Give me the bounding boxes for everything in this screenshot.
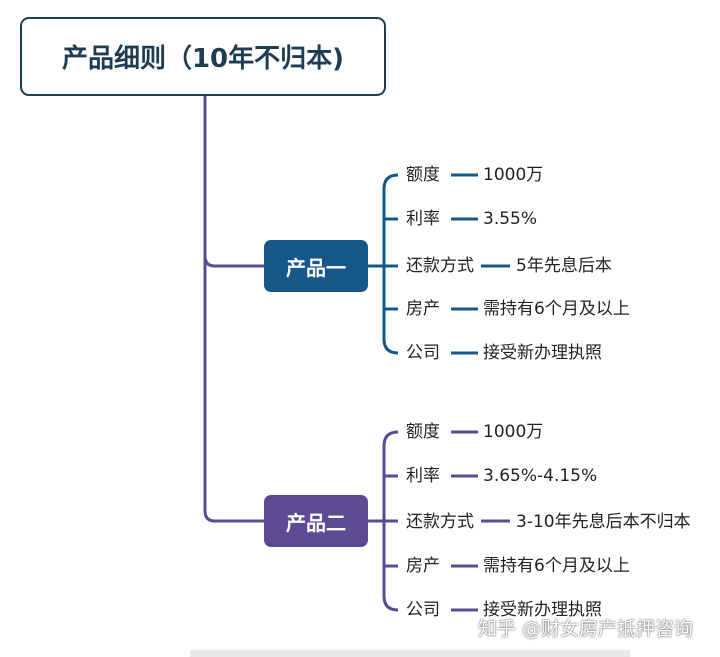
product-two-label: 产品二 xyxy=(286,510,346,535)
root-title: 产品细则（10年不归本) xyxy=(61,44,345,74)
p1-company-label: 公司 xyxy=(406,343,440,363)
p2-property-label: 房产 xyxy=(406,556,440,576)
bracket-1 xyxy=(382,173,399,355)
p1-repayment-label: 还款方式 xyxy=(406,256,474,276)
p1-quota-label: 额度 xyxy=(406,165,440,185)
product-one-node: 产品一 xyxy=(264,240,368,292)
trunk-to-product-two xyxy=(203,256,264,523)
p1-rate-label: 利率 xyxy=(406,209,440,229)
p1-company-value: 接受新办理执照 xyxy=(483,343,602,363)
p2-company-value: 接受新办理执照 xyxy=(483,600,602,620)
p1-property-label: 房产 xyxy=(406,299,440,319)
p2-quota-value: 1000万 xyxy=(483,422,544,442)
product-one-label: 产品一 xyxy=(286,255,346,280)
watermark: 知乎 @财女房产抵押咨询 xyxy=(478,618,694,640)
p2-repayment-label: 还款方式 xyxy=(406,512,474,532)
p1-repayment-value: 5年先息后本 xyxy=(516,256,612,276)
p2-rate-label: 利率 xyxy=(406,466,440,486)
root-title-box: 产品细则（10年不归本) xyxy=(20,17,386,96)
p2-company-label: 公司 xyxy=(406,600,440,620)
p2-quota-label: 额度 xyxy=(406,422,440,442)
p1-rate-value: 3.55% xyxy=(483,209,538,229)
p2-repayment-value: 3-10年先息后本不归本 xyxy=(516,512,691,532)
p2-rate-value: 3.65%-4.15% xyxy=(483,466,598,486)
p2-property-value: 需持有6个月及以上 xyxy=(483,556,630,576)
p1-quota-value: 1000万 xyxy=(483,165,544,185)
product-two-node: 产品二 xyxy=(264,495,368,547)
p1-property-value: 需持有6个月及以上 xyxy=(483,299,630,319)
trunk-to-product-one xyxy=(203,96,264,268)
bottom-scrollbar xyxy=(190,650,630,657)
